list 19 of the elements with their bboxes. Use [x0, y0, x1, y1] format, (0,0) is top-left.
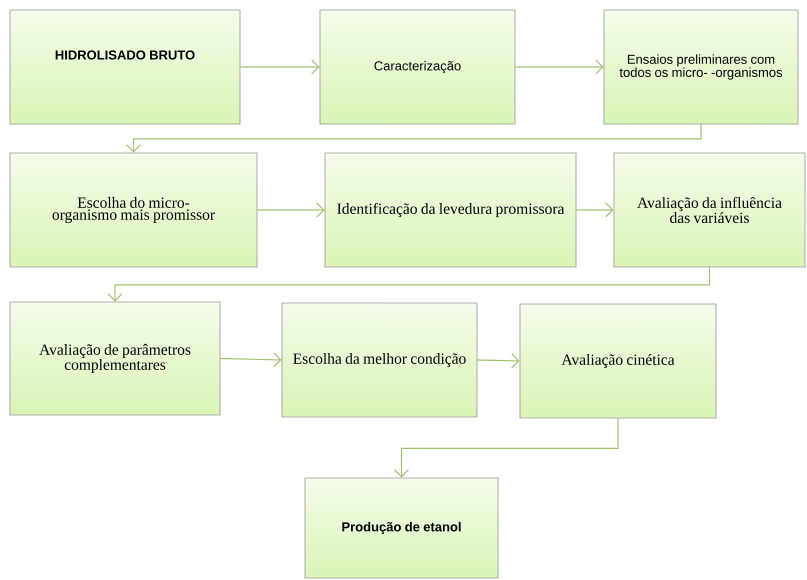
process-box: Avaliação cinética [520, 304, 716, 418]
process-box: Escolha da melhor condição [282, 302, 478, 418]
process-box: Identificação da levedura promissora [324, 152, 576, 268]
arrow [515, 60, 604, 74]
arrow [126, 124, 702, 153]
process-box: Avaliação da influência das variáveis [614, 152, 806, 268]
arrow [394, 418, 619, 478]
process-box: Avaliação de parâmetros complementares [10, 302, 220, 416]
arrow [240, 60, 320, 74]
arrow [576, 202, 614, 218]
arrow [257, 202, 325, 218]
process-box: Escolha do micro- organismo mais promissor [10, 152, 258, 268]
arrow [477, 353, 520, 368]
process-box: HIDROLISADO BRUTO [10, 10, 240, 124]
process-box: Caracterização [320, 10, 516, 124]
arrow [108, 267, 710, 302]
arrow [220, 352, 282, 368]
process-box: Ensaios preliminares com todos os micro- -organismos [604, 10, 798, 124]
process-box: Produção de etanol [304, 478, 498, 578]
